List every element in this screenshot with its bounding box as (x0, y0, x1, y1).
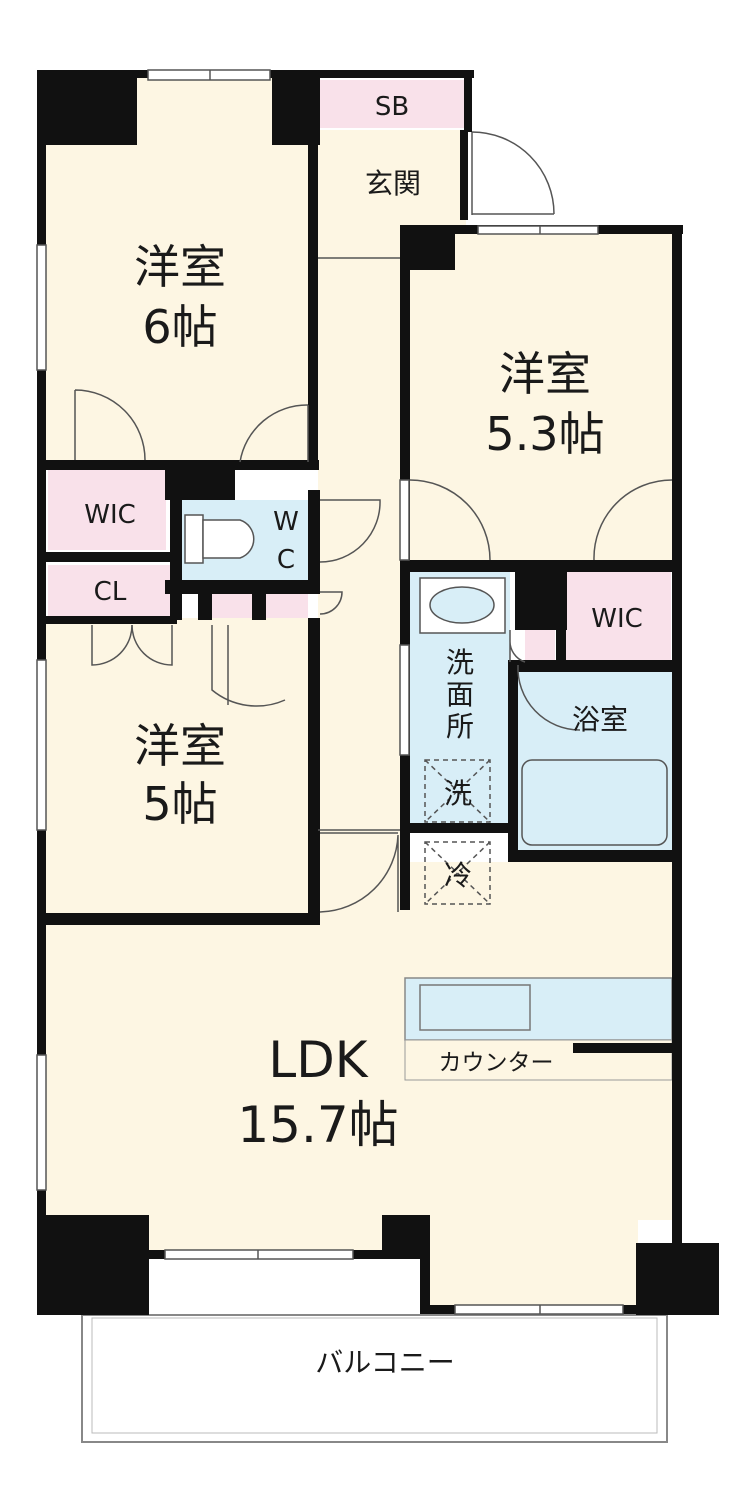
wash-bowl (429, 586, 495, 624)
wall-wash-bottom (400, 823, 515, 833)
wall-wash-mid (508, 660, 518, 860)
sb-storage (318, 80, 466, 128)
wall-bottom-step (420, 1250, 430, 1312)
toilet-tank (184, 514, 204, 564)
fridge-label: 冷 (444, 859, 472, 892)
window-left-5 (36, 659, 47, 831)
wall-entrance-right (460, 130, 468, 220)
wic-left-label: WIC (84, 500, 136, 530)
wall-right-outer (672, 225, 682, 1250)
wall-6-right (308, 130, 318, 470)
bathtub (521, 759, 668, 846)
pillar-bottom-right (636, 1243, 719, 1315)
wall-sb-right (464, 70, 472, 132)
window-left-6 (36, 244, 47, 371)
wic-right-storage (566, 572, 671, 660)
fixtures (184, 514, 668, 905)
windows (36, 69, 624, 1315)
wall-wic-bottom (37, 552, 177, 562)
ldk-name: LDK (268, 1031, 368, 1089)
balcony-label: バルコニー (315, 1346, 454, 1379)
small-storage-3 (525, 630, 555, 662)
cl-label: CL (94, 577, 127, 607)
wc-c-label: C (277, 545, 295, 575)
room-6-name: 洋室 (134, 240, 226, 294)
window-top-5-3 (477, 225, 599, 235)
wall-wic-right-left (556, 565, 566, 665)
room-5-size: 5帖 (142, 777, 217, 831)
wc-w-label: W (273, 507, 299, 537)
small-storage-1 (212, 593, 252, 618)
labels: SB 玄関 洋室 6帖 洋室 5.3帖 WIC W C CL 洋室 5帖 WIC… (84, 92, 643, 1379)
ldk-size: 15.7帖 (237, 1096, 398, 1154)
window-wash (399, 644, 410, 756)
wall-storage-div (252, 590, 266, 620)
toilet-bowl (202, 519, 255, 559)
washroom-label-2: 面 (446, 678, 474, 711)
floor-fills (45, 78, 677, 1307)
wall-stub-fridge (400, 830, 410, 910)
wall-bath-bottom (508, 850, 682, 862)
wall-wc-block (165, 460, 235, 500)
wall-5-3-left (400, 225, 410, 565)
room-5-3-name: 洋室 (499, 347, 591, 401)
window-5-3-left (399, 479, 410, 561)
sink (419, 984, 531, 1031)
pillar-bottom-left-step (37, 1260, 122, 1315)
balcony (81, 1314, 668, 1443)
window-top-6 (147, 69, 271, 81)
ldk-floor-lower-right (428, 1215, 638, 1307)
room-5-3-size: 5.3帖 (485, 407, 604, 461)
cl-storage (48, 565, 173, 617)
room-western-5-3-floor (407, 232, 677, 564)
washroom-label-1: 洗 (446, 646, 474, 679)
wall-storage-left (198, 590, 212, 620)
washroom-label-3: 所 (446, 710, 474, 743)
doors (74, 131, 673, 913)
wall-kitchen (573, 1043, 678, 1053)
balcony-inner (91, 1317, 658, 1434)
wall-wc-bottom (165, 580, 320, 594)
pillar-top-left (37, 70, 137, 145)
window-bottom-ldk-2 (454, 1304, 624, 1315)
wall-wc-right (308, 490, 320, 580)
room-6-size: 6帖 (142, 300, 217, 354)
entrance-label: 玄関 (365, 167, 421, 200)
bath-label: 浴室 (572, 703, 628, 736)
washer-label: 洗 (444, 777, 472, 810)
wall-5-bottom (37, 913, 320, 925)
wall-5-right (308, 618, 320, 923)
window-left-ldk (36, 1054, 47, 1191)
balcony-outline (81, 1314, 668, 1443)
wall-cl-bottom (37, 616, 177, 624)
corridor-floor (318, 255, 403, 915)
wic-right-label: WIC (591, 604, 643, 634)
wall-bath-top (508, 660, 678, 672)
sb-label: SB (375, 92, 409, 122)
room-5-name: 洋室 (134, 719, 226, 773)
counter-label: カウンター (439, 1050, 554, 1076)
window-bottom-ldk-1 (164, 1249, 354, 1260)
small-storage-2 (266, 593, 308, 618)
wic-left-storage (48, 470, 166, 550)
